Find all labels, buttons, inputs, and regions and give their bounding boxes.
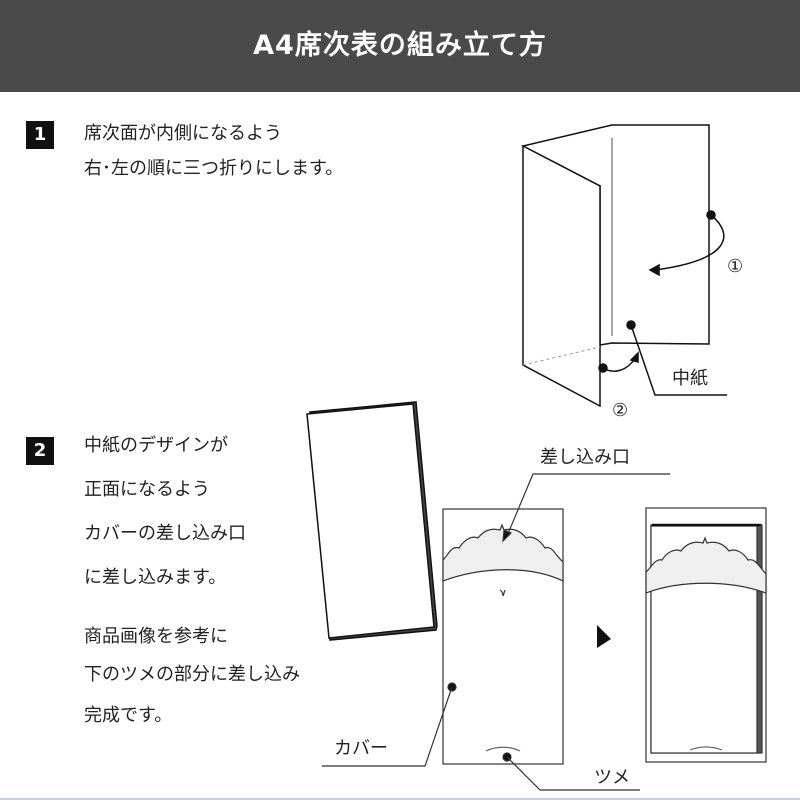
tri-fold-illustration (520, 124, 727, 408)
fold-arrow-icon (654, 214, 725, 271)
fold-label-1: ① (727, 256, 743, 277)
step-number-2: 2 (26, 437, 54, 465)
cover-illustration (322, 473, 670, 791)
inner-paper-illustration (306, 401, 438, 641)
next-arrow-icon (597, 625, 611, 648)
step-1-text: 席次面が内側になるよう (84, 123, 282, 144)
completed-illustration (645, 507, 767, 763)
divider (0, 798, 800, 800)
step-2-text: カバーの差し込み口 (84, 523, 246, 544)
cover-label: カバー (334, 738, 388, 759)
step-number-1: 1 (26, 121, 54, 149)
inner-paper-label: 中紙 (672, 368, 708, 389)
fold-label-2: ② (612, 400, 628, 421)
page-title: A4席次表の組み立て方 (0, 0, 800, 92)
step-2-text: 商品画像を参考に (84, 626, 228, 647)
step-2-text: に差し込みます。 (84, 567, 227, 588)
step-2-text: 完成です。 (84, 705, 173, 726)
slot-label: 差し込み口 (540, 447, 630, 468)
step-2-text: 中紙のデザインが (84, 435, 228, 456)
step-1-text: 右･左の順に三つ折りにします。 (84, 158, 344, 179)
step-2-text: 正面になるよう (84, 479, 210, 500)
step-2-text: 下のツメの部分に差し込み (84, 664, 300, 685)
tab-label: ツメ (594, 767, 630, 788)
